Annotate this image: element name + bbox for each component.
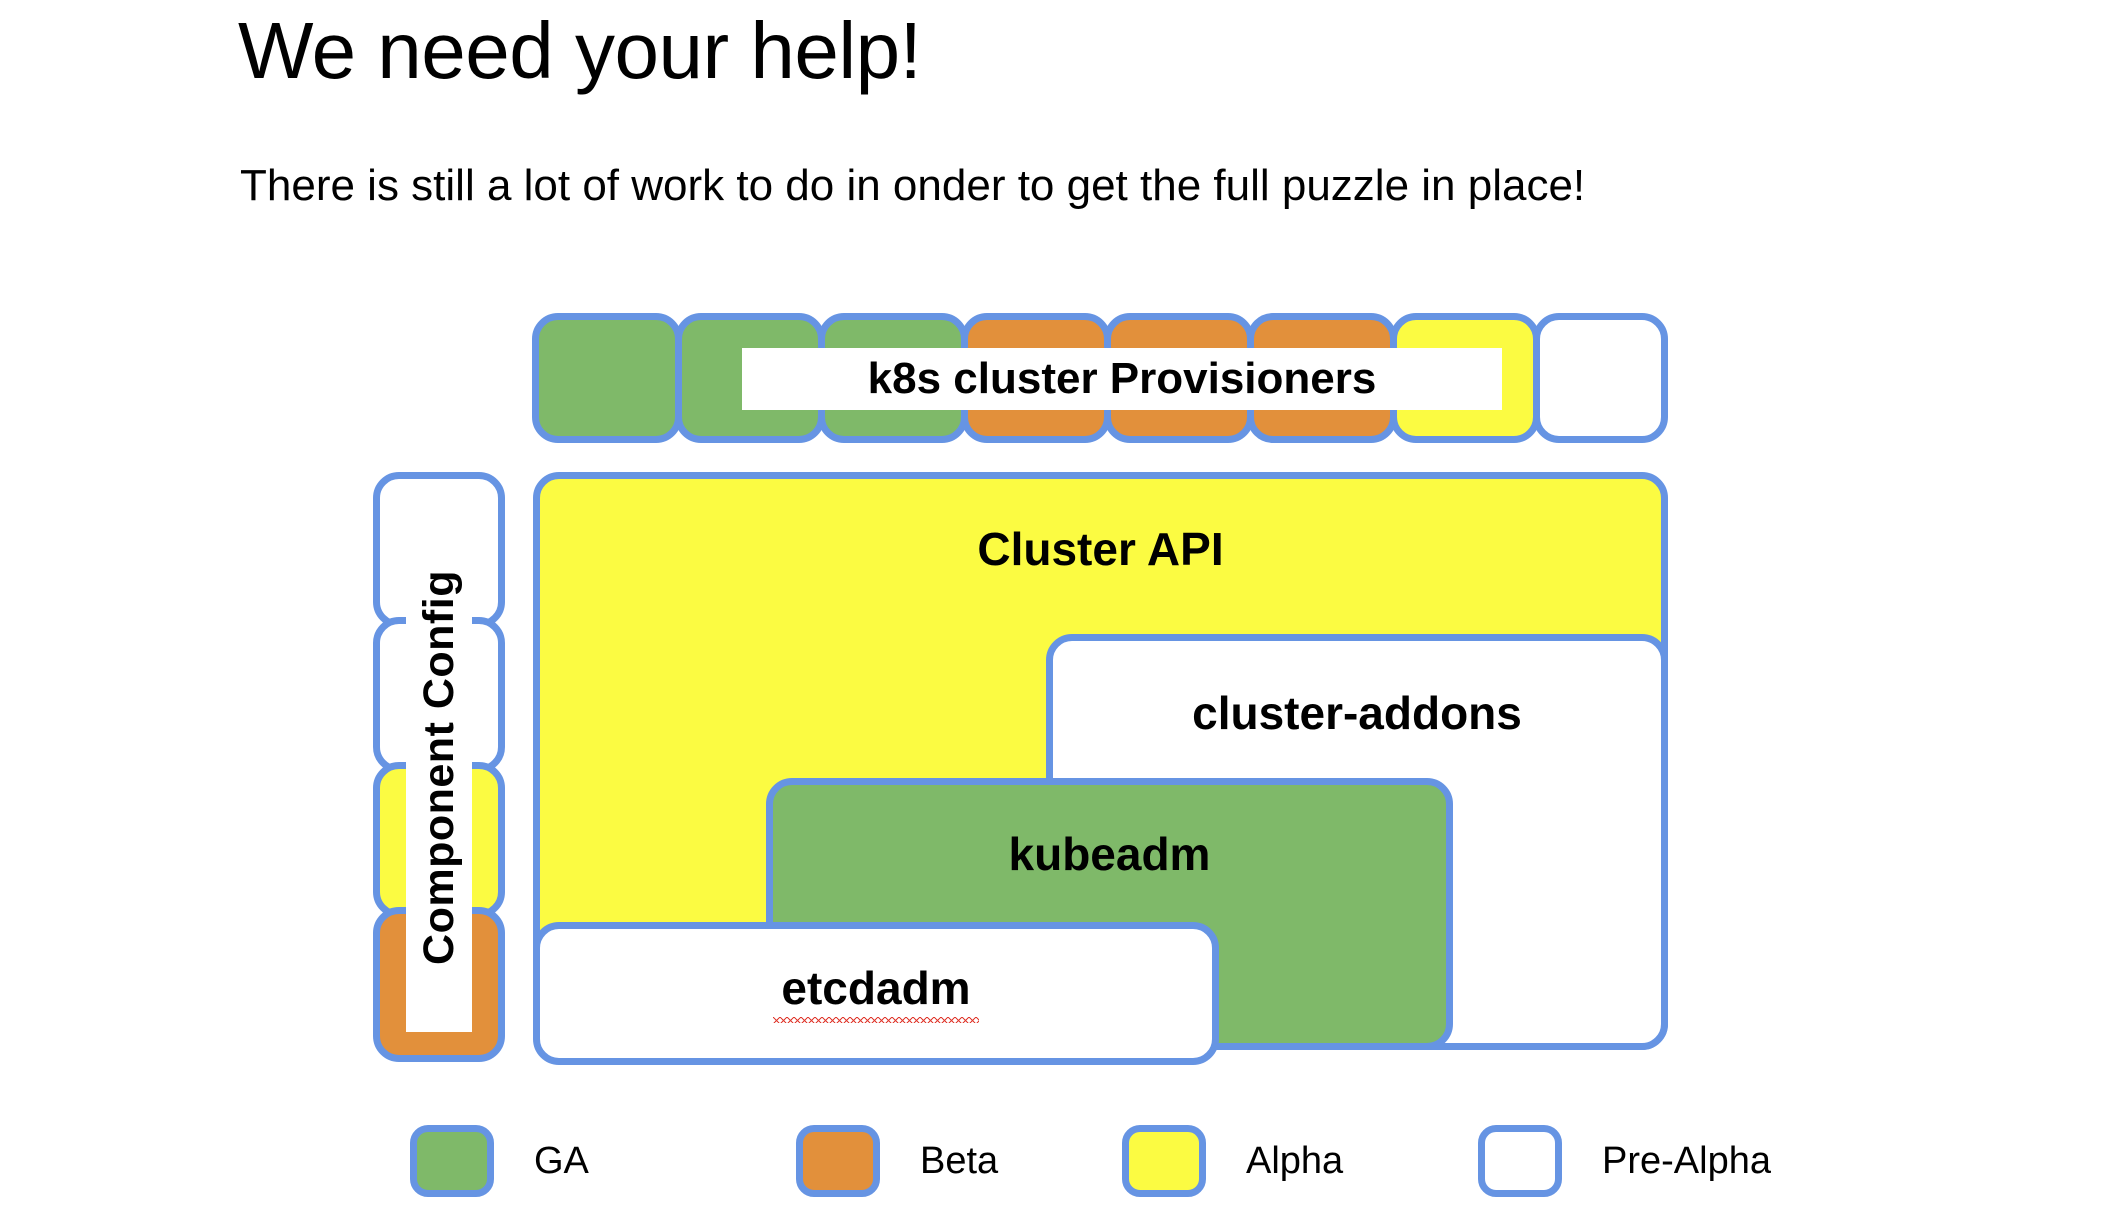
box-kubeadm-label: kubeadm — [1008, 828, 1211, 880]
legend-label-beta: Beta — [920, 1139, 999, 1182]
legend-item-beta: Beta — [796, 1125, 998, 1197]
legend-item-alpha: Alpha — [1122, 1125, 1343, 1197]
box-etcdadm-label-wrap: etcdadm — [540, 961, 1212, 1023]
provisioner-banner-label: k8s cluster Provisioners — [742, 348, 1502, 410]
legend-swatch-alpha — [1122, 1125, 1206, 1197]
provisioner-tile-8[interactable] — [1533, 313, 1668, 443]
box-etcdadm[interactable]: etcdadm — [533, 922, 1219, 1065]
legend-item-ga: GA — [410, 1125, 589, 1197]
provisioner-tile-1[interactable] — [532, 313, 682, 443]
legend-swatch-pre-alpha — [1478, 1125, 1562, 1197]
legend-label-ga: GA — [534, 1139, 589, 1182]
legend-label-pre-alpha: Pre-Alpha — [1602, 1139, 1771, 1182]
component-config-banner-label: Component Config — [414, 569, 463, 965]
box-cluster-api-label: Cluster API — [977, 523, 1224, 575]
component-config-banner: Component Config — [406, 502, 472, 1032]
component-config-stack: Component Config — [373, 472, 505, 1062]
box-etcdadm-label: etcdadm — [773, 961, 979, 1023]
provisioner-strip: k8s cluster Provisioners — [532, 313, 1668, 443]
legend-swatch-beta — [796, 1125, 880, 1197]
legend: GA Beta Alpha Pre-Alpha — [410, 1125, 1771, 1205]
box-cluster-addons-label: cluster-addons — [1192, 687, 1522, 739]
page-title: We need your help! — [238, 6, 922, 95]
legend-item-pre-alpha: Pre-Alpha — [1478, 1125, 1771, 1197]
page-subtitle: There is still a lot of work to do in on… — [240, 161, 1586, 210]
legend-swatch-ga — [410, 1125, 494, 1197]
legend-label-alpha: Alpha — [1246, 1139, 1344, 1182]
